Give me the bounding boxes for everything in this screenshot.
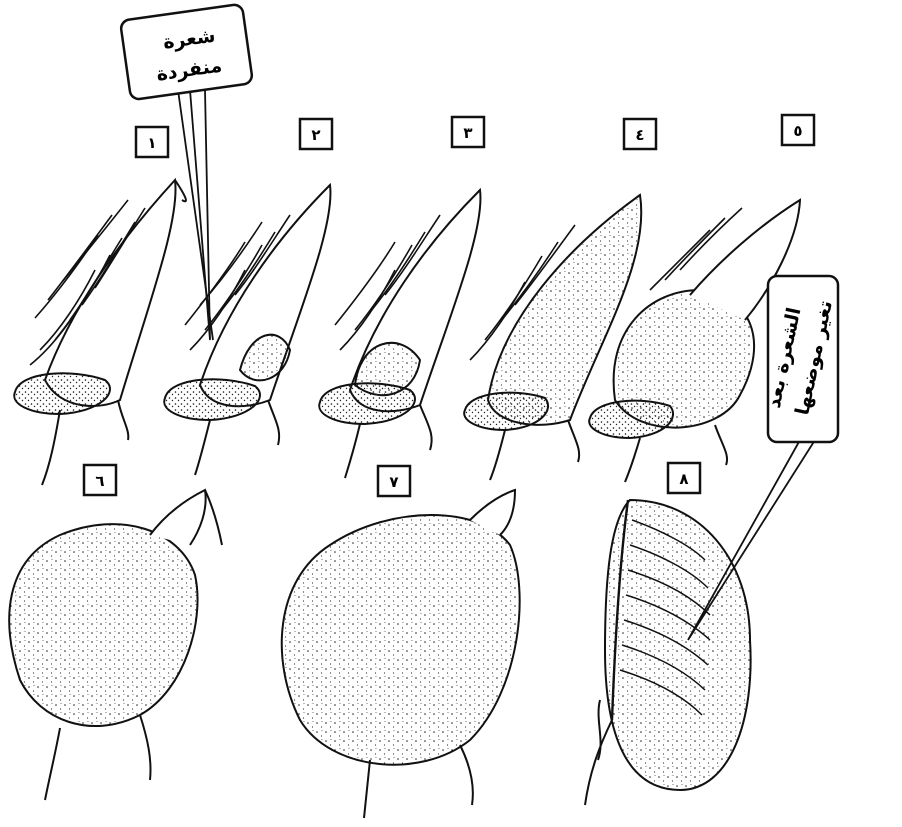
stage-2-drawing bbox=[164, 185, 330, 475]
stage-label-1: ١ bbox=[136, 127, 168, 157]
stage-1-drawing bbox=[14, 180, 186, 485]
stage-label-6-text: ٦ bbox=[95, 472, 104, 490]
stage-label-3-text: ٣ bbox=[463, 124, 472, 142]
stage-label-4-text: ٤ bbox=[635, 126, 644, 144]
stage-8-drawing bbox=[585, 500, 751, 805]
stage-label-3: ٣ bbox=[452, 117, 484, 147]
stage-label-7: ٧ bbox=[378, 466, 410, 496]
stage-label-5: ٥ bbox=[782, 115, 814, 145]
stage-label-1-text: ١ bbox=[147, 134, 156, 152]
stage-6-drawing bbox=[9, 490, 222, 800]
stage-7-drawing bbox=[282, 490, 520, 818]
stage-label-8: ٨ bbox=[668, 463, 700, 493]
stage-label-2: ٢ bbox=[300, 119, 332, 149]
stage-label-6: ٦ bbox=[84, 465, 116, 495]
stage-label-7-text: ٧ bbox=[389, 473, 398, 491]
stage-3-drawing bbox=[319, 190, 480, 478]
stage-label-4: ٤ bbox=[624, 119, 656, 149]
stage-label-2-text: ٢ bbox=[311, 126, 320, 144]
stage-label-8-text: ٨ bbox=[679, 470, 688, 488]
stage-label-5-text: ٥ bbox=[793, 122, 802, 140]
